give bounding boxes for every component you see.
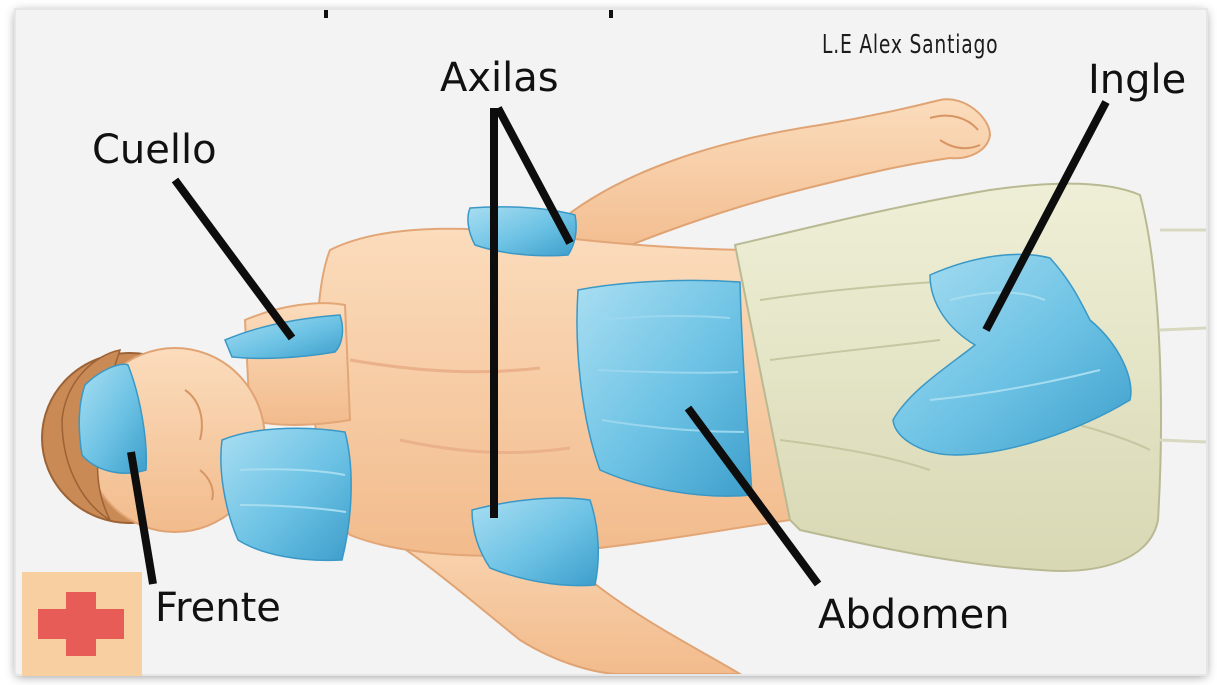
label-ingle: Ingle <box>1088 60 1186 100</box>
body-illustration <box>16 10 1206 674</box>
ice-pack-shoulder <box>221 428 351 560</box>
red-cross-badge <box>22 572 142 676</box>
label-frente: Frente <box>155 588 281 628</box>
label-axilas: Axilas <box>440 58 559 98</box>
author-credit: L.E Alex Santiago <box>822 30 998 60</box>
leader-line-cuello <box>175 180 292 338</box>
illustration-card <box>16 10 1206 674</box>
label-cuello: Cuello <box>92 130 217 170</box>
label-abdomen: Abdomen <box>818 595 1010 635</box>
